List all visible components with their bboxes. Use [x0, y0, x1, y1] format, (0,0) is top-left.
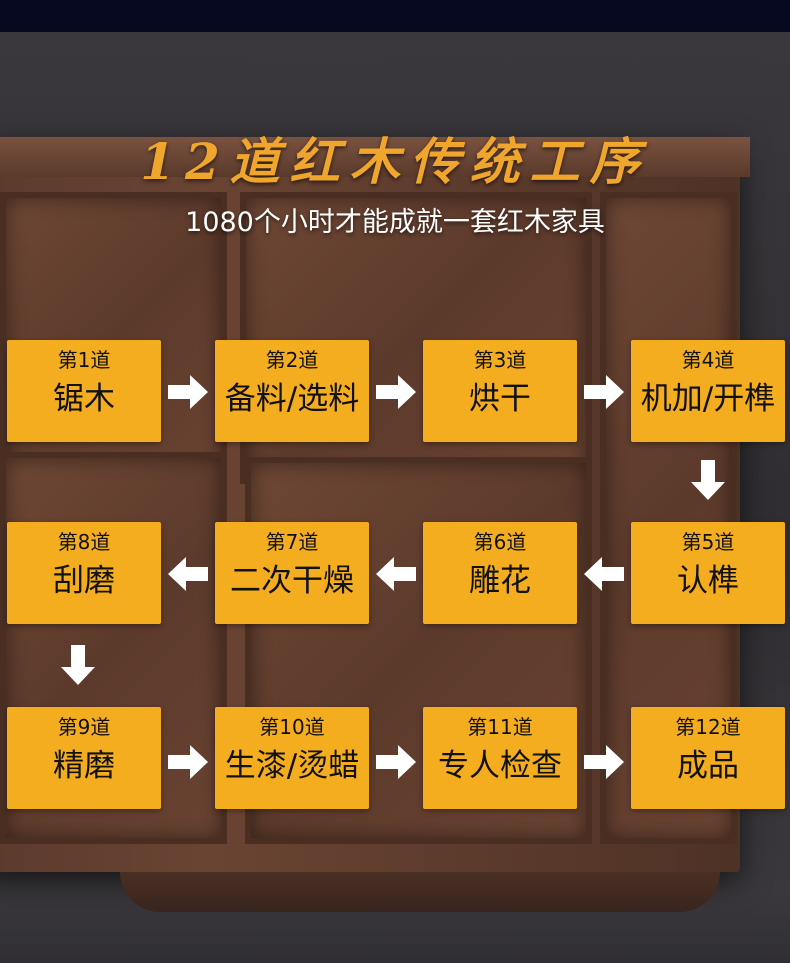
step-number: 第12道 — [675, 715, 741, 739]
step-4: 第4道 机加/开榫 — [631, 340, 785, 442]
arrow-left-icon — [584, 557, 624, 591]
step-1: 第1道 锯木 — [7, 340, 161, 442]
top-bar — [0, 0, 790, 32]
step-name: 生漆/烫蜡 — [224, 748, 360, 784]
page-title: 12道红木传统工序 — [140, 132, 650, 191]
arrow-down-icon — [61, 645, 95, 685]
step-7: 第7道 二次干燥 — [215, 522, 369, 624]
arrow-right-icon — [584, 745, 624, 779]
step-name: 机加/开榫 — [640, 381, 776, 417]
arrow-down-icon — [691, 460, 725, 500]
step-number: 第1道 — [57, 348, 111, 372]
step-number: 第7道 — [265, 530, 319, 554]
arrow-right-icon — [168, 745, 208, 779]
step-2: 第2道 备料/选料 — [215, 340, 369, 442]
step-name: 认榫 — [677, 563, 739, 599]
step-number: 第6道 — [473, 530, 527, 554]
arrow-right-icon — [376, 375, 416, 409]
step-number: 第3道 — [473, 348, 527, 372]
arrow-right-icon — [584, 375, 624, 409]
arrow-right-icon — [168, 375, 208, 409]
step-number: 第10道 — [259, 715, 325, 739]
step-name: 成品 — [677, 748, 739, 784]
step-name: 烘干 — [469, 381, 531, 417]
step-name: 刮磨 — [53, 563, 115, 599]
step-9: 第9道 精磨 — [7, 707, 161, 809]
cabinet-top — [0, 137, 750, 177]
step-6: 第6道 雕花 — [423, 522, 577, 624]
step-number: 第9道 — [57, 715, 111, 739]
arrow-left-icon — [168, 557, 208, 591]
step-5: 第5道 认榫 — [631, 522, 785, 624]
step-name: 备料/选料 — [224, 381, 360, 417]
step-10: 第10道 生漆/烫蜡 — [215, 707, 369, 809]
step-number: 第2道 — [265, 348, 319, 372]
step-name: 精磨 — [53, 748, 115, 784]
step-number: 第4道 — [681, 348, 735, 372]
step-8: 第8道 刮磨 — [7, 522, 161, 624]
step-number: 第8道 — [57, 530, 111, 554]
step-3: 第3道 烘干 — [423, 340, 577, 442]
step-name: 专人检查 — [438, 748, 562, 784]
step-12: 第12道 成品 — [631, 707, 785, 809]
step-name: 雕花 — [469, 563, 531, 599]
floor — [0, 892, 790, 963]
step-name: 二次干燥 — [230, 563, 354, 599]
arrow-right-icon — [376, 745, 416, 779]
page-subtitle: 1080个小时才能成就一套红木家具 — [185, 207, 605, 238]
step-number: 第5道 — [681, 530, 735, 554]
step-11: 第11道 专人检查 — [423, 707, 577, 809]
step-number: 第11道 — [467, 715, 533, 739]
arrow-left-icon — [376, 557, 416, 591]
step-name: 锯木 — [53, 381, 115, 417]
